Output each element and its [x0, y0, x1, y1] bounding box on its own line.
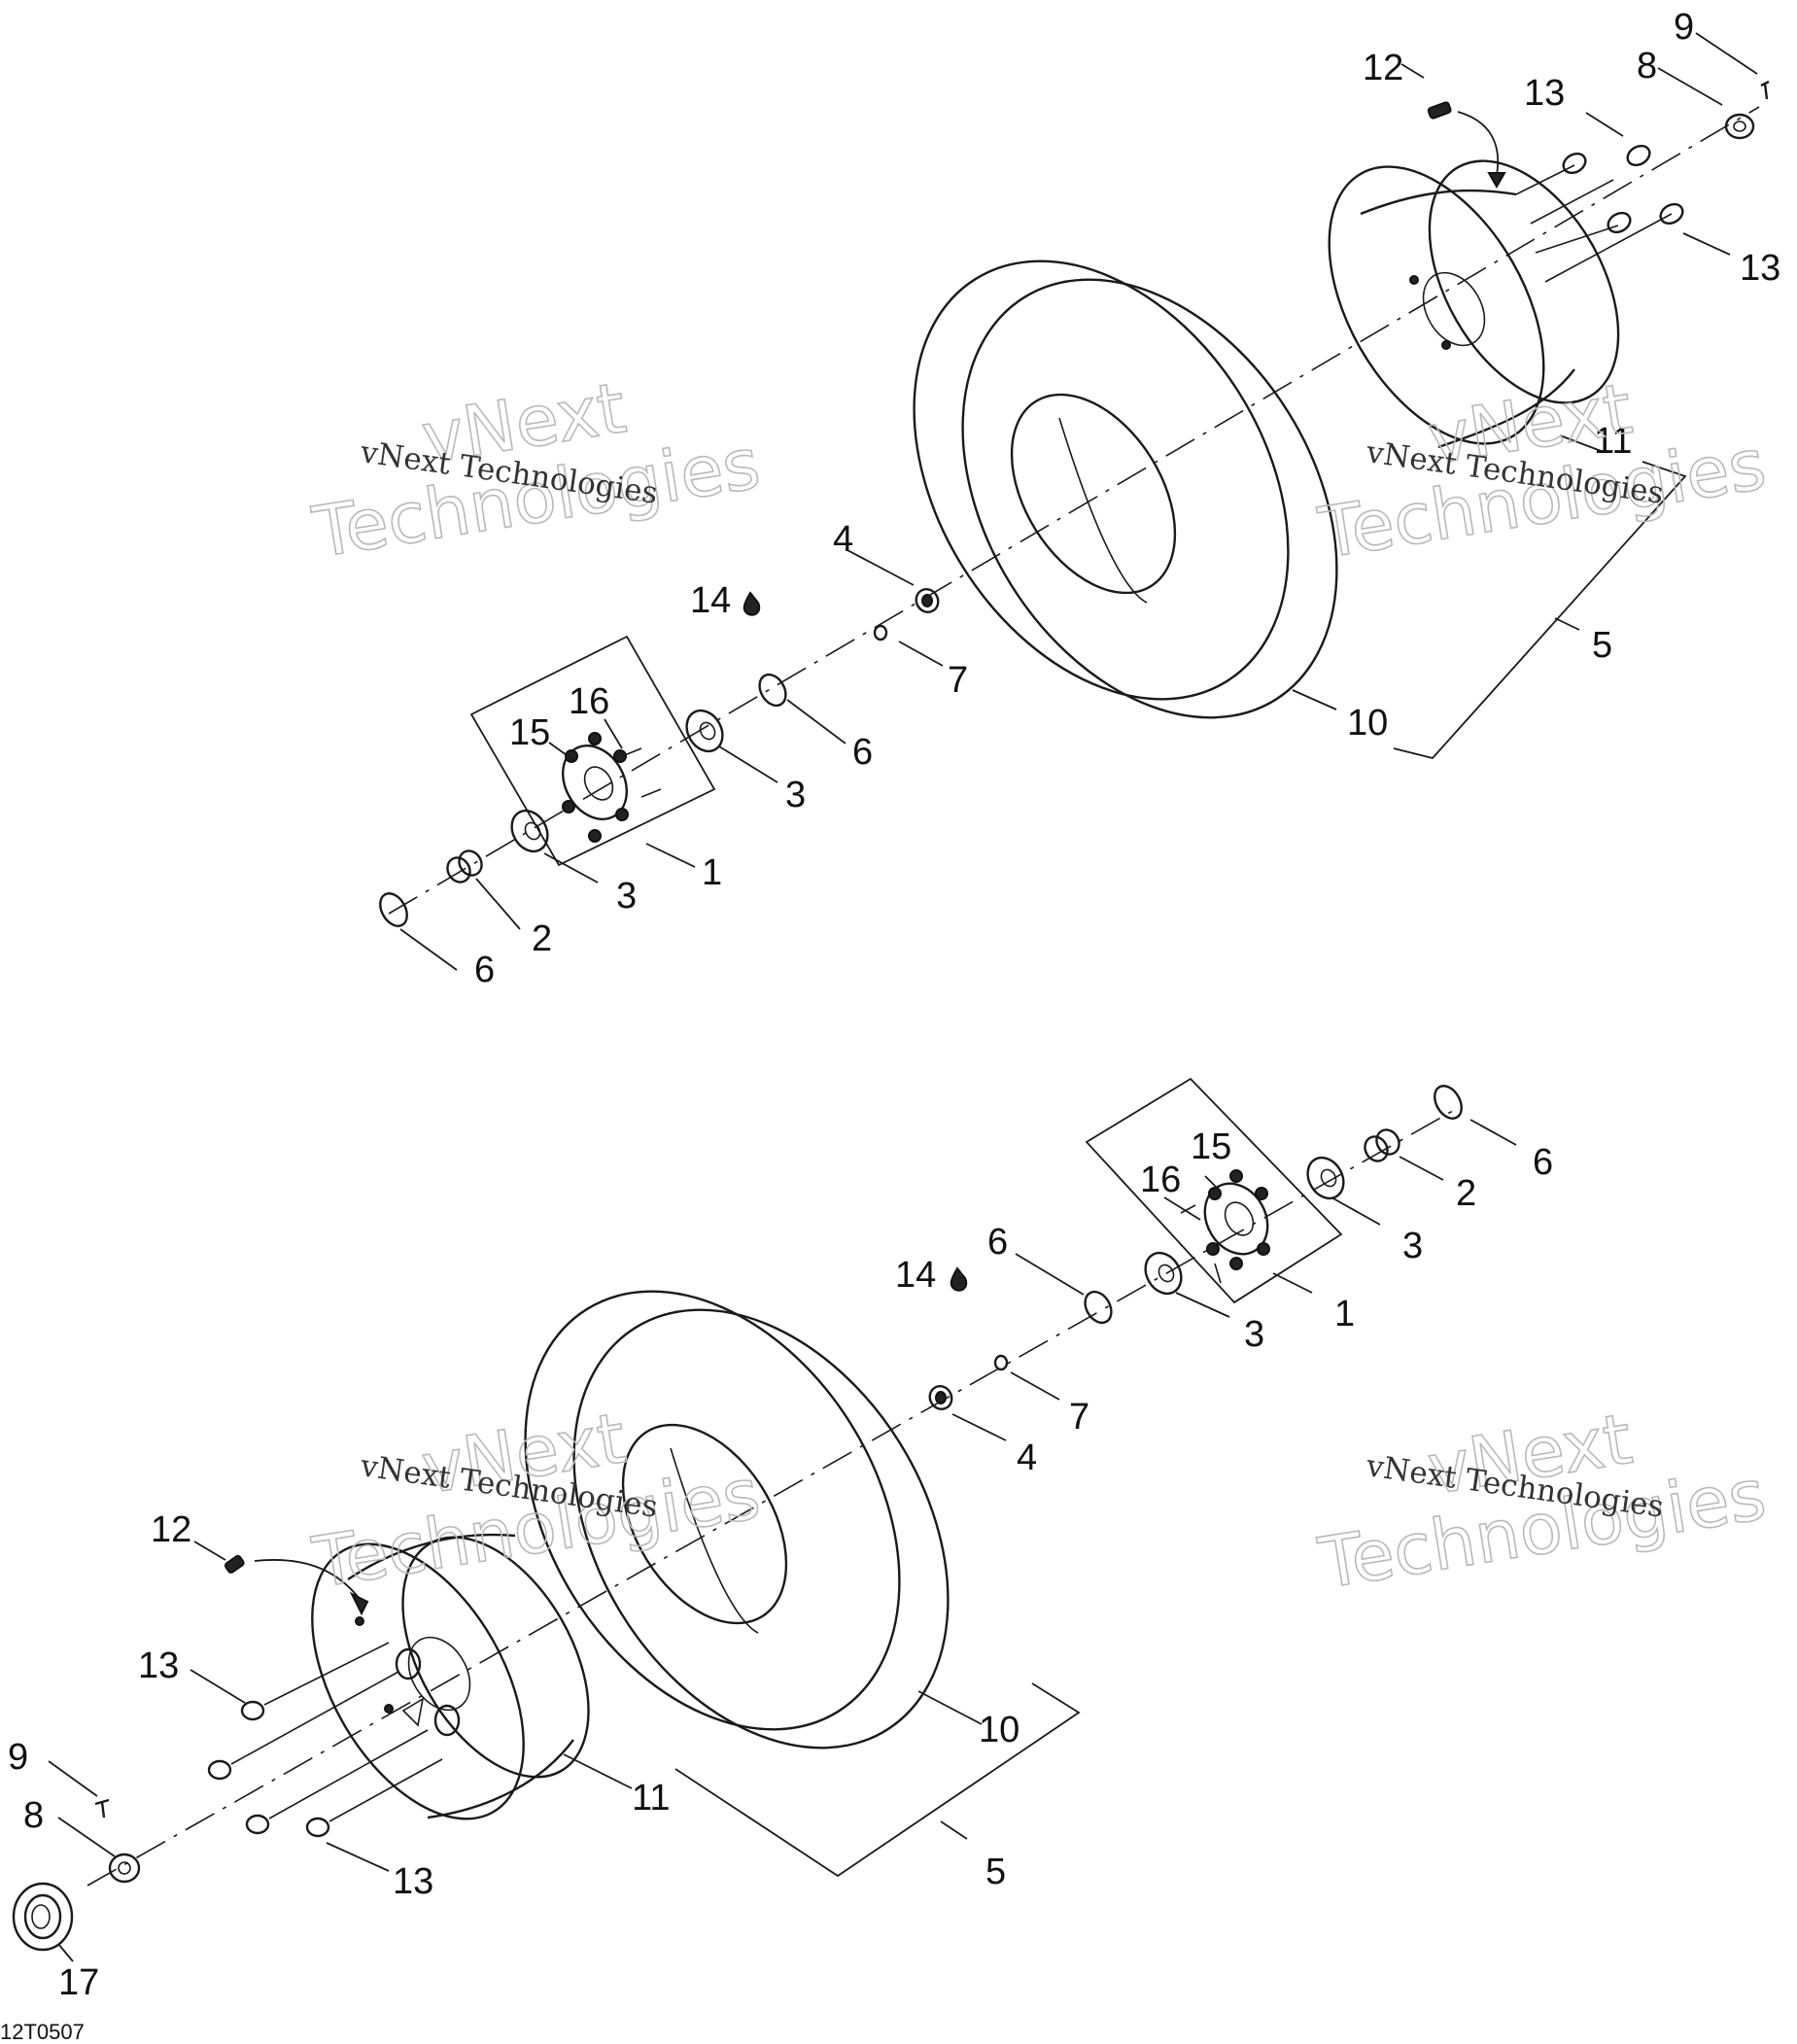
top-valve-stem — [1427, 101, 1452, 120]
callout-6-bottom-b: 6 — [987, 1222, 1008, 1263]
callout-15-top: 15 — [509, 712, 550, 753]
callout-1-bottom: 1 — [1334, 1294, 1355, 1334]
bottom-o-ring — [993, 1354, 1009, 1371]
bottom-wheel-nuts — [207, 1700, 330, 1838]
bottom-rim — [311, 1533, 590, 1820]
bottom-tire — [524, 1290, 950, 1750]
callout-11-top: 11 — [1594, 421, 1632, 462]
callout-14-bottom: 14 — [895, 1255, 936, 1296]
callout-16-bottom: 16 — [1140, 1160, 1181, 1200]
callout-13-top-a: 13 — [1524, 73, 1565, 114]
top-bearings — [510, 709, 724, 853]
top-assembly-bracket — [1393, 461, 1687, 760]
callout-9-top: 9 — [1674, 7, 1694, 48]
top-assembly-axis — [388, 106, 1760, 915]
callout-12-bottom: 12 — [151, 1509, 191, 1550]
callout-1-top: 1 — [702, 852, 722, 893]
callout-3-bottom-b: 3 — [1244, 1314, 1264, 1355]
callout-7-top: 7 — [948, 660, 968, 701]
bottom-bearings — [1144, 1156, 1345, 1296]
callout-3-bottom-a: 3 — [1402, 1226, 1423, 1266]
bottom-assembly-bracket — [674, 1682, 1081, 1878]
callout-15-bottom: 15 — [1191, 1126, 1231, 1167]
callout-5-top: 5 — [1592, 625, 1612, 666]
top-wheel-nuts — [1562, 144, 1684, 234]
bottom-valve-stem — [224, 1554, 245, 1574]
bottom-seal-outer — [1434, 1085, 1463, 1120]
callout-labels: 9 12 8 13 13 11 5 10 4 14 7 16 15 6 3 1 … — [8, 7, 1780, 2003]
callout-3-top-a: 3 — [785, 775, 806, 815]
drawing-code: 12T0507 — [0, 2020, 85, 2044]
bottom-grease-drop-icon — [950, 1266, 968, 1292]
bottom-hub — [1085, 1077, 1343, 1304]
bottom-assembly-axis — [86, 1107, 1459, 1887]
top-wheel-seal — [915, 588, 940, 613]
callout-12-top: 12 — [1363, 48, 1403, 88]
top-seal-outer — [379, 892, 408, 927]
top-tire — [913, 260, 1338, 719]
bottom-wheel-seal — [928, 1385, 953, 1410]
callout-3-top-b: 3 — [616, 876, 637, 917]
callout-2-top: 2 — [532, 918, 552, 959]
callout-2-bottom: 2 — [1456, 1173, 1476, 1214]
top-o-ring — [873, 624, 888, 641]
top-grease-drop-icon — [743, 591, 761, 616]
callout-16-top: 16 — [569, 681, 609, 722]
top-hub — [469, 635, 716, 867]
bottom-axle-nut — [108, 1853, 141, 1884]
callout-6-top-b: 6 — [474, 950, 495, 990]
callout-8-bottom: 8 — [23, 1795, 44, 1836]
callout-8-top: 8 — [1637, 46, 1657, 87]
callout-10-top: 10 — [1347, 703, 1388, 744]
bottom-seal-inner — [1084, 1290, 1113, 1325]
callout-9-bottom: 9 — [8, 1737, 28, 1778]
top-seal-inner — [758, 673, 787, 708]
bottom-spacer — [1364, 1128, 1400, 1162]
callout-13-bottom-a: 13 — [138, 1646, 179, 1686]
callout-4-bottom: 4 — [1017, 1438, 1037, 1478]
callout-13-top-b: 13 — [1740, 248, 1780, 289]
callout-13-bottom-b: 13 — [393, 1861, 433, 1902]
callout-14-top: 14 — [690, 580, 731, 621]
top-cotter-pin — [1760, 80, 1770, 100]
top-rim — [1328, 159, 1620, 449]
bottom-cotter-pin — [94, 1798, 110, 1819]
callout-5-bottom: 5 — [985, 1852, 1006, 1892]
callout-7-bottom: 7 — [1069, 1397, 1089, 1438]
callout-17-bottom: 17 — [58, 1962, 99, 2003]
callout-4-top: 4 — [833, 519, 853, 560]
top-axle-nut — [1724, 113, 1755, 140]
callout-11-bottom: 11 — [632, 1778, 670, 1819]
bottom-hub-cap — [12, 1882, 74, 1952]
callout-6-bottom-a: 6 — [1533, 1142, 1553, 1183]
top-wheel-assembly — [379, 32, 1770, 971]
callout-6-top-a: 6 — [852, 732, 873, 773]
top-spacer — [446, 849, 483, 883]
bottom-wheel-assembly — [12, 1077, 1517, 1962]
callout-10-bottom: 10 — [979, 1710, 1019, 1750]
